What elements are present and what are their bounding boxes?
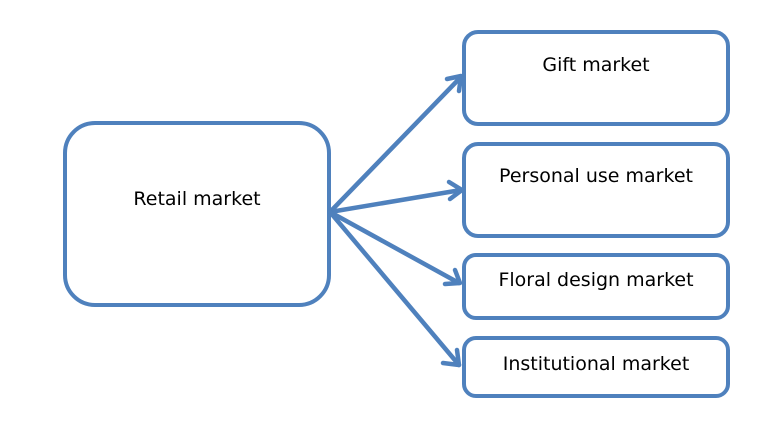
node-retail-market-label: Retail market bbox=[133, 188, 260, 210]
node-institutional-market-label: Institutional market bbox=[503, 353, 690, 375]
edge-to-floral-design-market bbox=[327, 209, 463, 287]
node-gift-market: Gift market bbox=[462, 30, 730, 126]
node-personal-use-market-label: Personal use market bbox=[499, 165, 693, 187]
node-floral-design-market-box bbox=[462, 253, 730, 320]
node-gift-market-label: Gift market bbox=[542, 54, 649, 76]
node-personal-use-market: Personal use market bbox=[462, 142, 730, 238]
edge-to-personal-use-market bbox=[327, 179, 465, 215]
edge-to-institutional-market bbox=[327, 209, 462, 368]
node-retail-market: Retail market bbox=[63, 121, 331, 307]
node-gift-market-box bbox=[462, 30, 730, 126]
node-personal-use-market-box bbox=[462, 142, 730, 238]
node-institutional-market-box bbox=[462, 336, 730, 398]
node-institutional-market: Institutional market bbox=[462, 336, 730, 398]
node-retail-market-box bbox=[63, 121, 331, 307]
node-floral-design-market-label: Floral design market bbox=[498, 269, 693, 291]
edge-to-gift-market bbox=[327, 73, 464, 215]
node-floral-design-market: Floral design market bbox=[462, 253, 730, 320]
